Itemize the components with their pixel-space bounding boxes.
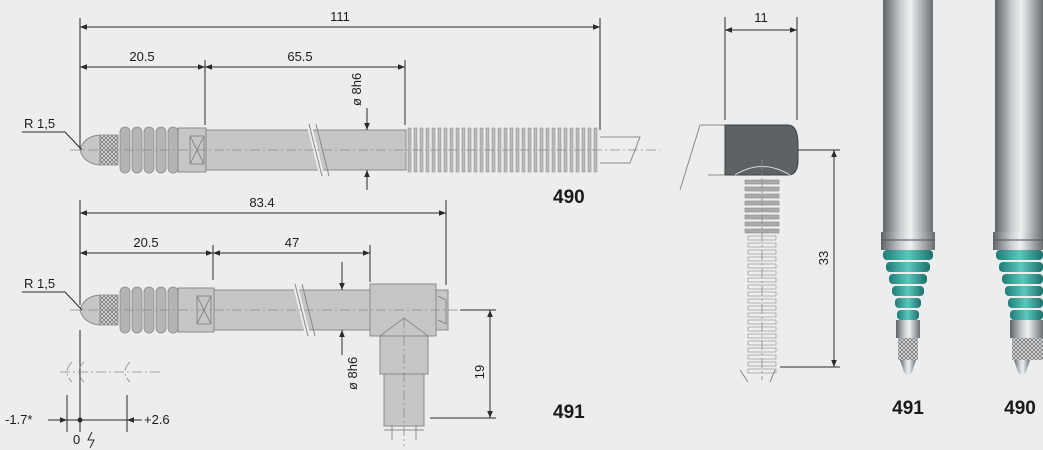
dim-11-label: 11 bbox=[754, 10, 768, 25]
side-view-connector bbox=[679, 17, 840, 383]
photo-probe-491 bbox=[881, 0, 935, 375]
dim-65-5-label: 65.5 bbox=[287, 49, 312, 64]
probe-491-angled bbox=[22, 200, 496, 449]
connector-head bbox=[724, 124, 799, 176]
dim-47-label: 47 bbox=[285, 235, 299, 250]
photo-label-490: 490 bbox=[1004, 398, 1036, 419]
photo-probe-490 bbox=[993, 0, 1043, 375]
dim-20-5-top-label: 20.5 bbox=[129, 49, 154, 64]
model-491-label: 491 bbox=[553, 402, 585, 423]
probe-490-straight bbox=[22, 18, 660, 190]
dim-111-label: 111 bbox=[330, 9, 350, 24]
radius-bot-label: R 1,5 bbox=[24, 276, 55, 291]
dim-20-5-bot-label: 20.5 bbox=[133, 235, 158, 250]
zero-label: 0 bbox=[73, 432, 80, 447]
radius-top-label: R 1,5 bbox=[24, 116, 55, 131]
dim-33-label: 33 bbox=[816, 251, 831, 265]
dim-19-label: 19 bbox=[472, 365, 487, 379]
stroke-minus-label: -1.7* bbox=[5, 412, 32, 427]
dim-83-4-label: 83.4 bbox=[249, 195, 274, 210]
dia-top-label: ø 8h6 bbox=[349, 73, 364, 106]
stroke-plus-label: +2.6 bbox=[144, 412, 170, 427]
dia-bot-label: ø 8h6 bbox=[345, 357, 360, 390]
photo-label-491: 491 bbox=[892, 398, 924, 419]
model-490-label: 490 bbox=[553, 187, 585, 208]
